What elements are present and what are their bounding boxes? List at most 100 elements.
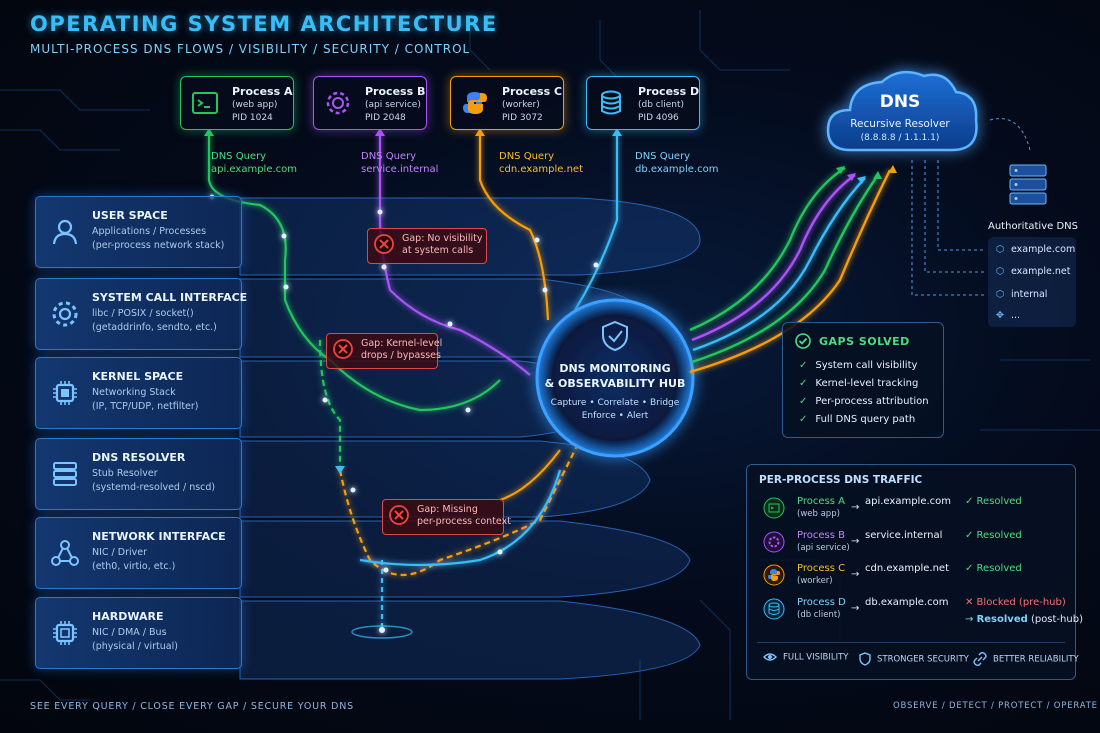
layer-title: USER SPACE bbox=[92, 209, 168, 222]
arrow-right-icon: → bbox=[851, 502, 860, 513]
process-c-card: Process C (worker) PID 3072 bbox=[450, 76, 564, 130]
authoritative-entry: ✥... bbox=[996, 310, 1020, 321]
layer-line: NIC / DMA / Bus bbox=[92, 627, 167, 638]
row-sub: (web app) bbox=[797, 509, 840, 519]
row-sub: (db client) bbox=[797, 610, 841, 620]
check-icon: ✓ bbox=[799, 414, 808, 425]
hub-caps-1: Capture • Correlate • Bridge bbox=[550, 398, 680, 408]
traffic-row: Process A (web app) → api.example.com ✓ … bbox=[759, 495, 1065, 525]
layer-title: NETWORK INTERFACE bbox=[92, 530, 226, 543]
layer-line: NIC / Driver bbox=[92, 547, 148, 558]
row-process: Process C bbox=[797, 563, 846, 574]
process-a-card: Process A (web app) PID 1024 bbox=[180, 76, 294, 130]
hub-caps-2: Enforce • Alert bbox=[581, 411, 649, 421]
hub-title-2: & OBSERVABILITY HUB bbox=[544, 377, 686, 390]
check-icon: ✓ bbox=[799, 396, 808, 407]
layer-line: (systemd-resolved / nscd) bbox=[92, 482, 216, 493]
arrow-right-icon: → bbox=[851, 569, 860, 580]
flow-nodes bbox=[209, 194, 599, 633]
user-icon bbox=[52, 219, 78, 245]
dns-cloud bbox=[826, 70, 978, 152]
arrow-right-icon: → bbox=[851, 603, 860, 614]
dns-arrowheads bbox=[836, 165, 897, 184]
process-name: Process D bbox=[638, 85, 700, 98]
process-pid: PID 3072 bbox=[502, 113, 543, 123]
traffic-row: Process C (worker) → cdn.example.net ✓ R… bbox=[759, 562, 1065, 592]
gap-line: at system calls bbox=[402, 245, 474, 256]
gaps-solved-item: ✓ Full DNS query path bbox=[799, 414, 915, 425]
layer-network-interface: NETWORK INTERFACE NIC / Driver (eth0, vi… bbox=[35, 517, 242, 589]
gap-line: drops / bypasses bbox=[361, 350, 441, 361]
layer-line: (IP, TCP/UDP, netfilter) bbox=[92, 401, 199, 412]
page-title: OPERATING SYSTEM ARCHITECTURE bbox=[30, 12, 498, 36]
network-icon bbox=[51, 540, 79, 566]
gaps-solved-item: ✓Kernel-level tracking bbox=[799, 378, 918, 389]
badge-text: FULL VISIBILITY bbox=[783, 652, 849, 663]
layer-hardware: HARDWARE NIC / DMA / Bus (physical / vir… bbox=[35, 597, 242, 669]
hub-to-dns-flows bbox=[689, 166, 892, 374]
process-name: Process B bbox=[365, 85, 426, 98]
layer-line: (getaddrinfo, sendto, etc.) bbox=[92, 322, 217, 333]
status-post-rest: (post-hub) bbox=[1027, 614, 1083, 625]
hub-title-1: DNS MONITORING bbox=[559, 362, 671, 375]
footer-slogan: OBSERVE / DETECT / PROTECT / OPERATE bbox=[893, 701, 1098, 711]
row-process: Process A bbox=[797, 496, 845, 507]
process-flows bbox=[207, 132, 619, 630]
entry-text: example.net bbox=[1011, 266, 1071, 277]
gaps-solved-panel: GAPS SOLVED ✓System call visibility ✓Ker… bbox=[782, 322, 944, 438]
gap-line: Gap: Missing bbox=[417, 504, 478, 515]
gear-icon bbox=[763, 531, 785, 553]
row-status: ✕ Blocked (pre-hub) bbox=[965, 597, 1066, 608]
gap-line: Gap: No visibility bbox=[402, 233, 483, 244]
hardware-glow bbox=[351, 625, 413, 639]
hub-ring bbox=[535, 298, 695, 458]
flow-arrowheads bbox=[204, 128, 622, 474]
process-sub: (worker) bbox=[502, 100, 540, 110]
layer-line: Networking Stack bbox=[92, 387, 176, 398]
dns-query-b: DNS Query service.internal bbox=[361, 150, 438, 176]
traffic-row: Process D (db client) → db.example.com ✕… bbox=[759, 596, 1083, 636]
row-domain: cdn.example.net bbox=[865, 563, 949, 574]
database-icon bbox=[763, 598, 785, 620]
item-text: Full DNS query path bbox=[815, 414, 916, 425]
item-text: Kernel-level tracking bbox=[815, 378, 919, 389]
entry-text: internal bbox=[1011, 289, 1048, 300]
authoritative-entry: ⬡example.com bbox=[996, 244, 1075, 255]
layer-title: DNS RESOLVER bbox=[92, 451, 186, 464]
process-name: Process C bbox=[502, 85, 563, 98]
dns-title: DNS bbox=[879, 92, 921, 112]
query-domain: service.internal bbox=[361, 164, 439, 175]
error-x-icon bbox=[389, 505, 409, 525]
row-domain: db.example.com bbox=[865, 597, 949, 608]
entry-text: example.com bbox=[1011, 244, 1076, 255]
domain-icon: ⬡ bbox=[996, 289, 1005, 300]
query-label: DNS Query bbox=[499, 151, 555, 162]
traffic-title: PER-PROCESS DNS TRAFFIC bbox=[759, 474, 923, 486]
row-sub: (api service) bbox=[797, 543, 850, 553]
check-circle-icon bbox=[795, 333, 811, 349]
footer-badge: STRONGER SECURITY bbox=[859, 652, 969, 666]
layer-kernel-space: KERNEL SPACE Networking Stack (IP, TCP/U… bbox=[35, 357, 242, 429]
dns-query-c: DNS Query cdn.example.net bbox=[499, 150, 583, 176]
badge-text: STRONGER SECURITY bbox=[877, 654, 969, 665]
authoritative-entry: ⬡ internal bbox=[996, 289, 1047, 300]
error-x-icon bbox=[333, 339, 353, 359]
layer-line: (per-process network stack) bbox=[92, 240, 225, 251]
layer-dns-resolver: DNS RESOLVER Stub Resolver (systemd-reso… bbox=[35, 438, 242, 510]
row-process: Process B bbox=[797, 530, 845, 541]
footer-tagline: SEE EVERY QUERY / CLOSE EVERY GAP / SECU… bbox=[30, 701, 354, 712]
link-icon bbox=[973, 651, 987, 667]
layer-line: (eth0, virtio, etc.) bbox=[92, 561, 176, 572]
terminal-icon bbox=[763, 497, 785, 519]
query-domain: db.example.com bbox=[635, 164, 719, 175]
footer-badge: BETTER RELIABILITY bbox=[973, 651, 1079, 667]
dns-query-d: DNS Query db.example.com bbox=[635, 150, 718, 176]
gaps-solved-title: GAPS SOLVED bbox=[819, 335, 910, 348]
query-domain: cdn.example.net bbox=[499, 164, 583, 175]
process-pid: PID 2048 bbox=[365, 113, 406, 123]
